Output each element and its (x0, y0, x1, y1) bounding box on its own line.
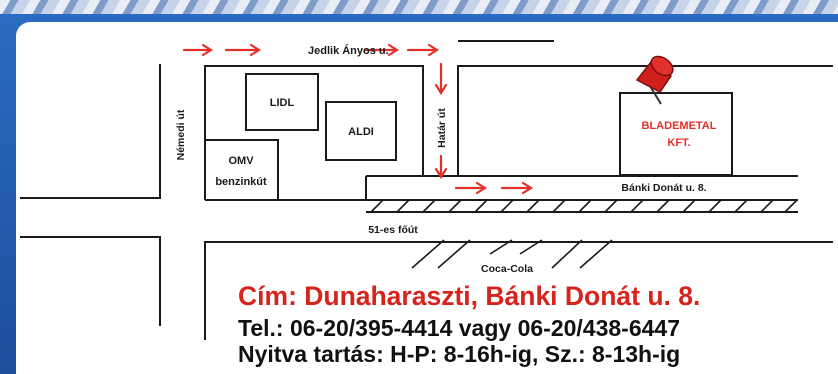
hatar-street-label: Határ út (436, 108, 448, 148)
lidl-label: LIDL (270, 97, 295, 109)
main-road-label: 51-es főút (368, 224, 418, 236)
arrow-down-icon (434, 154, 448, 180)
hatch-mark (708, 199, 722, 213)
arrow-right-icon (224, 43, 262, 57)
hatch-mark (474, 199, 488, 213)
arrow-right-icon (500, 181, 534, 195)
hatch-mark (682, 199, 696, 213)
hatch-mark (526, 199, 540, 213)
arrow-right-icon (182, 43, 214, 57)
hatch-mark (604, 199, 618, 213)
hatch-mark (760, 199, 774, 213)
hatch-mark (784, 199, 798, 213)
company-type-label: KFT. (667, 137, 690, 149)
hatch-mark (630, 199, 644, 213)
rail-mark (489, 239, 513, 255)
hatch-mark (370, 199, 384, 213)
cocacola-label: Coca-Cola (481, 263, 533, 275)
aldi-label: ALDI (348, 126, 374, 138)
omv-subtitle-label: benzinkút (215, 176, 267, 188)
road-edge (457, 65, 833, 176)
decorative-stripe-band (0, 0, 838, 14)
road-edge (204, 65, 424, 200)
road-edge (20, 236, 161, 326)
hatch-mark (500, 199, 514, 213)
omv-building (205, 139, 279, 200)
hatch-mark (734, 199, 748, 213)
road-edge (204, 241, 833, 340)
arrow-down-icon (434, 62, 448, 96)
rail-mark (411, 239, 445, 269)
company-building (619, 92, 733, 176)
road-edge (20, 64, 161, 199)
arrow-right-icon (364, 43, 400, 57)
main-road-hatching (370, 199, 798, 213)
hatch-mark (578, 199, 592, 213)
address-text: Cím: Dunaharaszti, Bánki Donát u. 8. (238, 281, 701, 311)
rail-mark (437, 239, 471, 269)
rail-mark (519, 239, 543, 255)
map-pin-icon (635, 55, 674, 105)
hatch-mark (656, 199, 670, 213)
opening-hours-text: Nyitva tartás: H-P: 8-16h-ig, Sz.: 8-13h… (238, 341, 681, 367)
phone-text: Tel.: 06-20/395-4414 vagy 06-20/438-6447 (238, 315, 680, 341)
arrow-right-icon (406, 43, 440, 57)
nemedi-street-label: Némedi út (175, 109, 187, 160)
hatch-mark (552, 199, 566, 213)
arrow-right-icon (454, 181, 488, 195)
omv-label: OMV (228, 155, 254, 167)
aldi-building (325, 101, 397, 161)
railway-track (411, 239, 613, 269)
hatch-mark (422, 199, 436, 213)
banki-street-label: Bánki Donát u. 8. (621, 182, 706, 194)
rail-mark (551, 239, 583, 269)
jedlik-street-label: Jedlik Ányos u. (308, 44, 389, 57)
rail-mark (579, 239, 613, 269)
hatch-mark (448, 199, 462, 213)
company-name-label: BLADEMETAL (642, 120, 717, 132)
hatch-mark (396, 199, 410, 213)
lidl-building (245, 73, 319, 131)
direction-arrows (182, 43, 534, 195)
